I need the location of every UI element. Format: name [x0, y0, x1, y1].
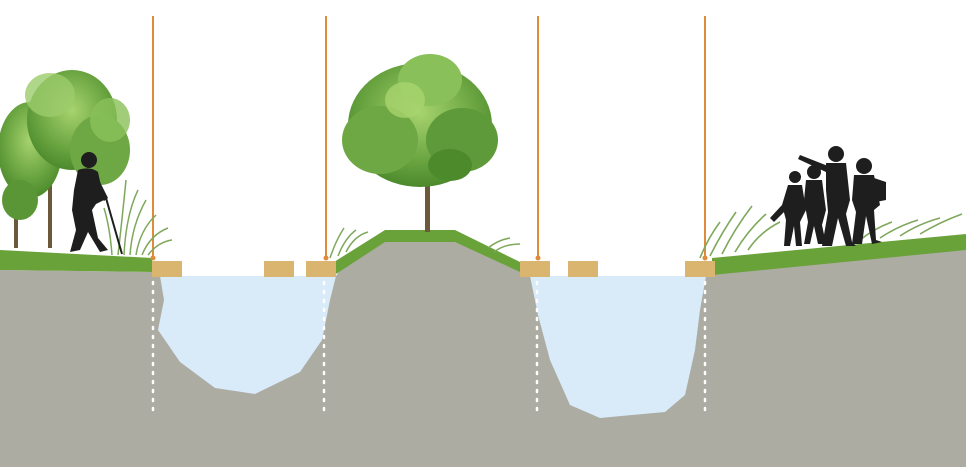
tree-icon [0, 70, 130, 248]
pad-1 [152, 261, 182, 277]
pad-5 [568, 261, 598, 277]
pad-2 [264, 261, 294, 277]
pad-3 [306, 261, 336, 277]
marker-dot-3 [536, 256, 541, 261]
tree-icon [342, 54, 498, 232]
group-of-people-icon [770, 146, 886, 246]
marker-dot-2 [324, 256, 329, 261]
pad-4 [520, 261, 550, 277]
marker-dot-4 [703, 256, 708, 261]
pad-6 [685, 261, 715, 277]
reed-grass-icon [104, 180, 172, 255]
grass-bank-left [0, 250, 152, 272]
ground [0, 238, 966, 467]
marker-dot-1 [151, 256, 156, 261]
